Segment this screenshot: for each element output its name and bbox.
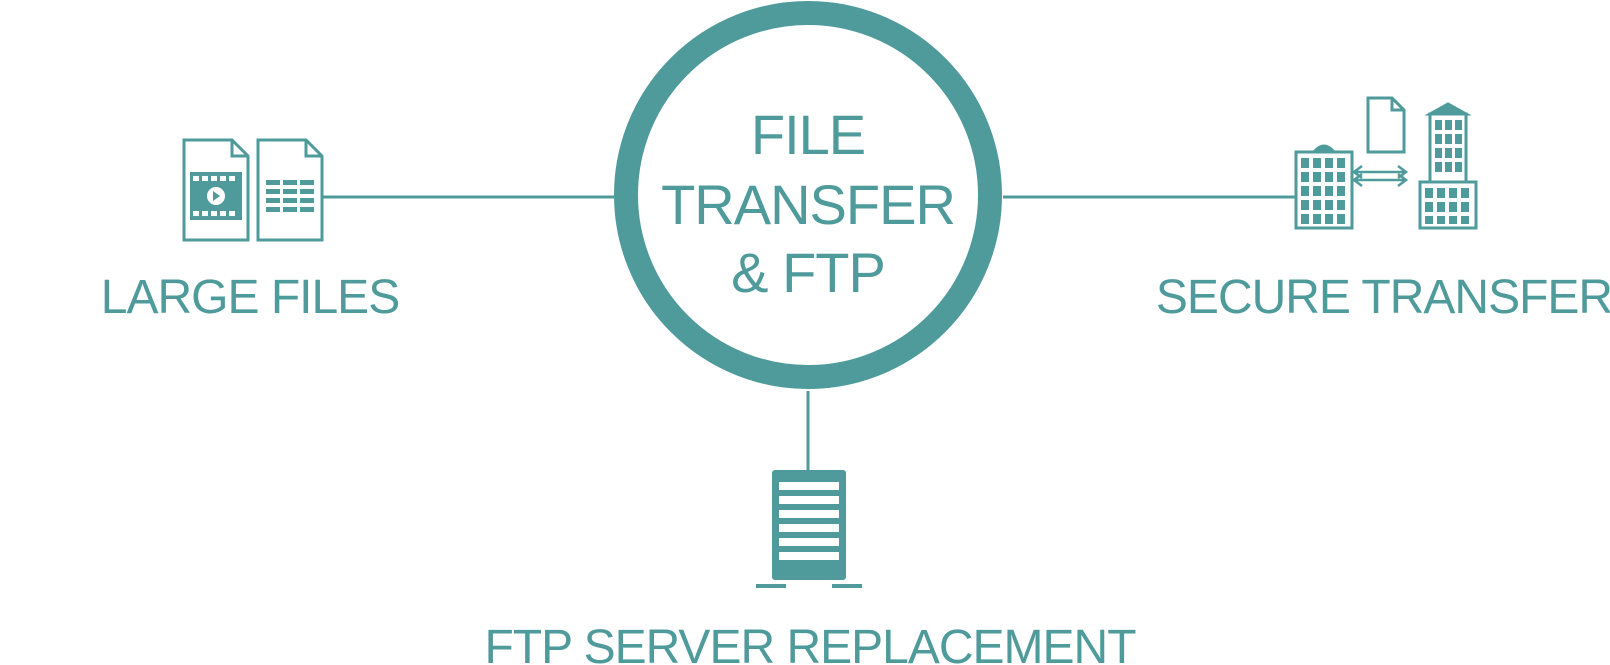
hub-label-line-2: TRANSFER: [661, 173, 955, 236]
ftp-server-replacement-label: FTP SERVER REPLACEMENT: [484, 621, 1136, 665]
server-rack-icon: [756, 470, 862, 588]
video-and-spreadsheet-files-icon: [182, 138, 324, 242]
buildings-exchanging-file-icon: [1294, 96, 1478, 230]
hub-label-line-1: FILE: [751, 103, 865, 166]
hub-label-line-3: & FTP: [731, 241, 885, 304]
secure-transfer-label: SECURE TRANSFER: [1156, 271, 1610, 324]
hub-circle: [614, 1, 1002, 389]
large-files-label: LARGE FILES: [101, 271, 399, 324]
hub-label: FILE TRANSFER & FTP: [661, 103, 956, 304]
